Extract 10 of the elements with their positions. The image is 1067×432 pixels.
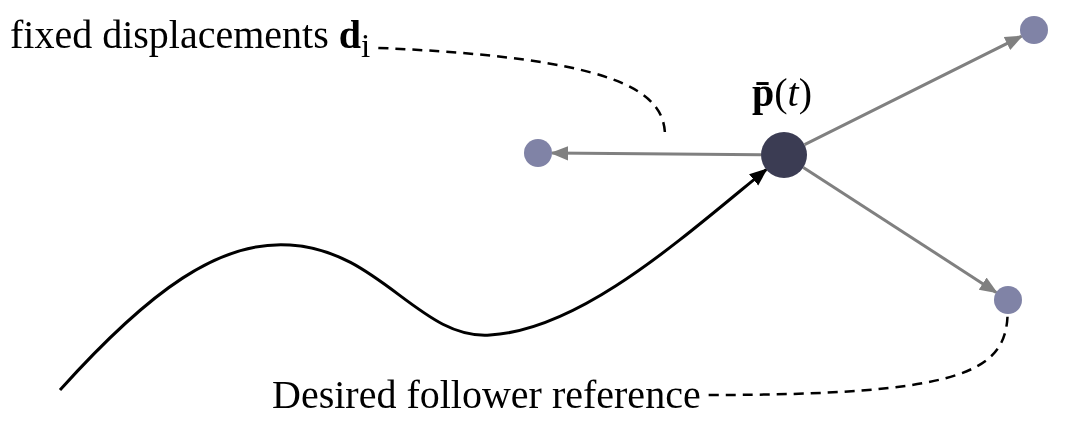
point-marker — [1020, 16, 1048, 44]
arrow — [550, 146, 761, 161]
point-marker — [524, 139, 552, 167]
point-label: p̄(t) — [752, 70, 813, 116]
callout-text: Desired follower reference — [272, 372, 701, 418]
arrow — [802, 166, 998, 294]
point-marker — [994, 286, 1022, 314]
trajectory-arrow — [58, 168, 768, 391]
callout-text: fixed displacements d$_{i}$ — [10, 12, 371, 69]
arrow — [803, 34, 1024, 147]
